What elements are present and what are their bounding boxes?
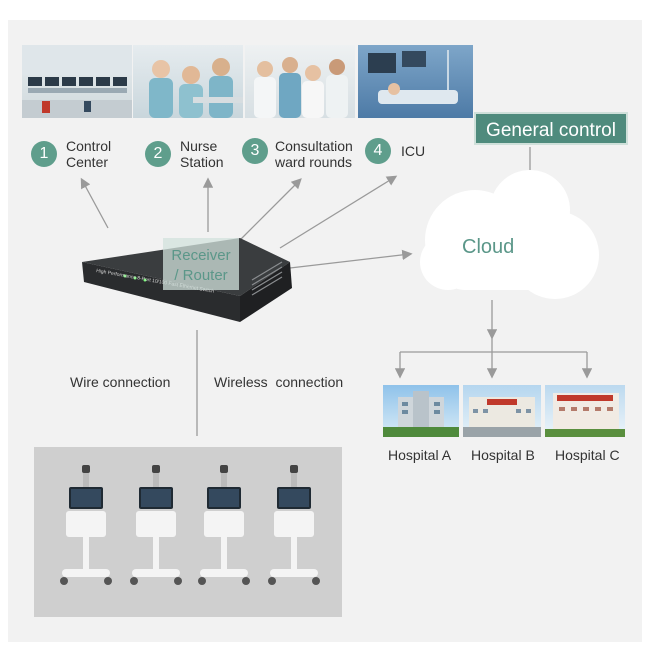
label-line: ward rounds [275, 154, 353, 170]
label-line: ICU [401, 143, 426, 159]
telemedicine-cart [130, 465, 182, 585]
router-label: Receiver / Router [163, 238, 239, 290]
router-label-line: Receiver [171, 247, 231, 264]
router-label-line: / Router [174, 267, 228, 284]
hospital-c-photo [545, 385, 625, 437]
control-center-label: Control Center [66, 138, 111, 170]
consultation-label: Consultation ward rounds [275, 138, 353, 170]
hospital-b-label: Hospital B [471, 447, 535, 463]
hospital-a-photo [383, 385, 459, 437]
hospital-c-label: Hospital C [555, 447, 620, 463]
telemedicine-carts-panel [34, 447, 342, 617]
label-line: Station [180, 154, 224, 170]
general-control-box: General control [474, 112, 628, 145]
step-3-badge: 3 [242, 138, 268, 164]
wire-connection-label: Wire connection [70, 374, 171, 390]
step-4-badge: 4 [365, 138, 391, 164]
nurses-photo [133, 45, 243, 118]
carts-graphic [60, 465, 320, 585]
telemedicine-cart [268, 465, 320, 585]
telemedicine-cart [60, 465, 112, 585]
step-1-badge: 1 [31, 141, 57, 167]
label-line: Center [66, 154, 109, 170]
label-line: Nurse [180, 138, 218, 154]
cloud-label: Cloud [462, 236, 515, 258]
label-line: Control [66, 138, 112, 154]
step-2-badge: 2 [145, 141, 171, 167]
doctors-photo [245, 45, 355, 118]
icu-label: ICU [401, 143, 425, 159]
control-room-photo [22, 45, 132, 118]
hospital-b-photo [463, 385, 541, 437]
hospital-a-label: Hospital A [388, 447, 452, 463]
wireless-connection-label: Wireless connection [214, 374, 344, 390]
icu-photo [358, 45, 473, 118]
telemedicine-cart [198, 465, 250, 585]
nurse-station-label: Nurse Station [180, 138, 224, 170]
label-line: Consultation [275, 138, 353, 154]
